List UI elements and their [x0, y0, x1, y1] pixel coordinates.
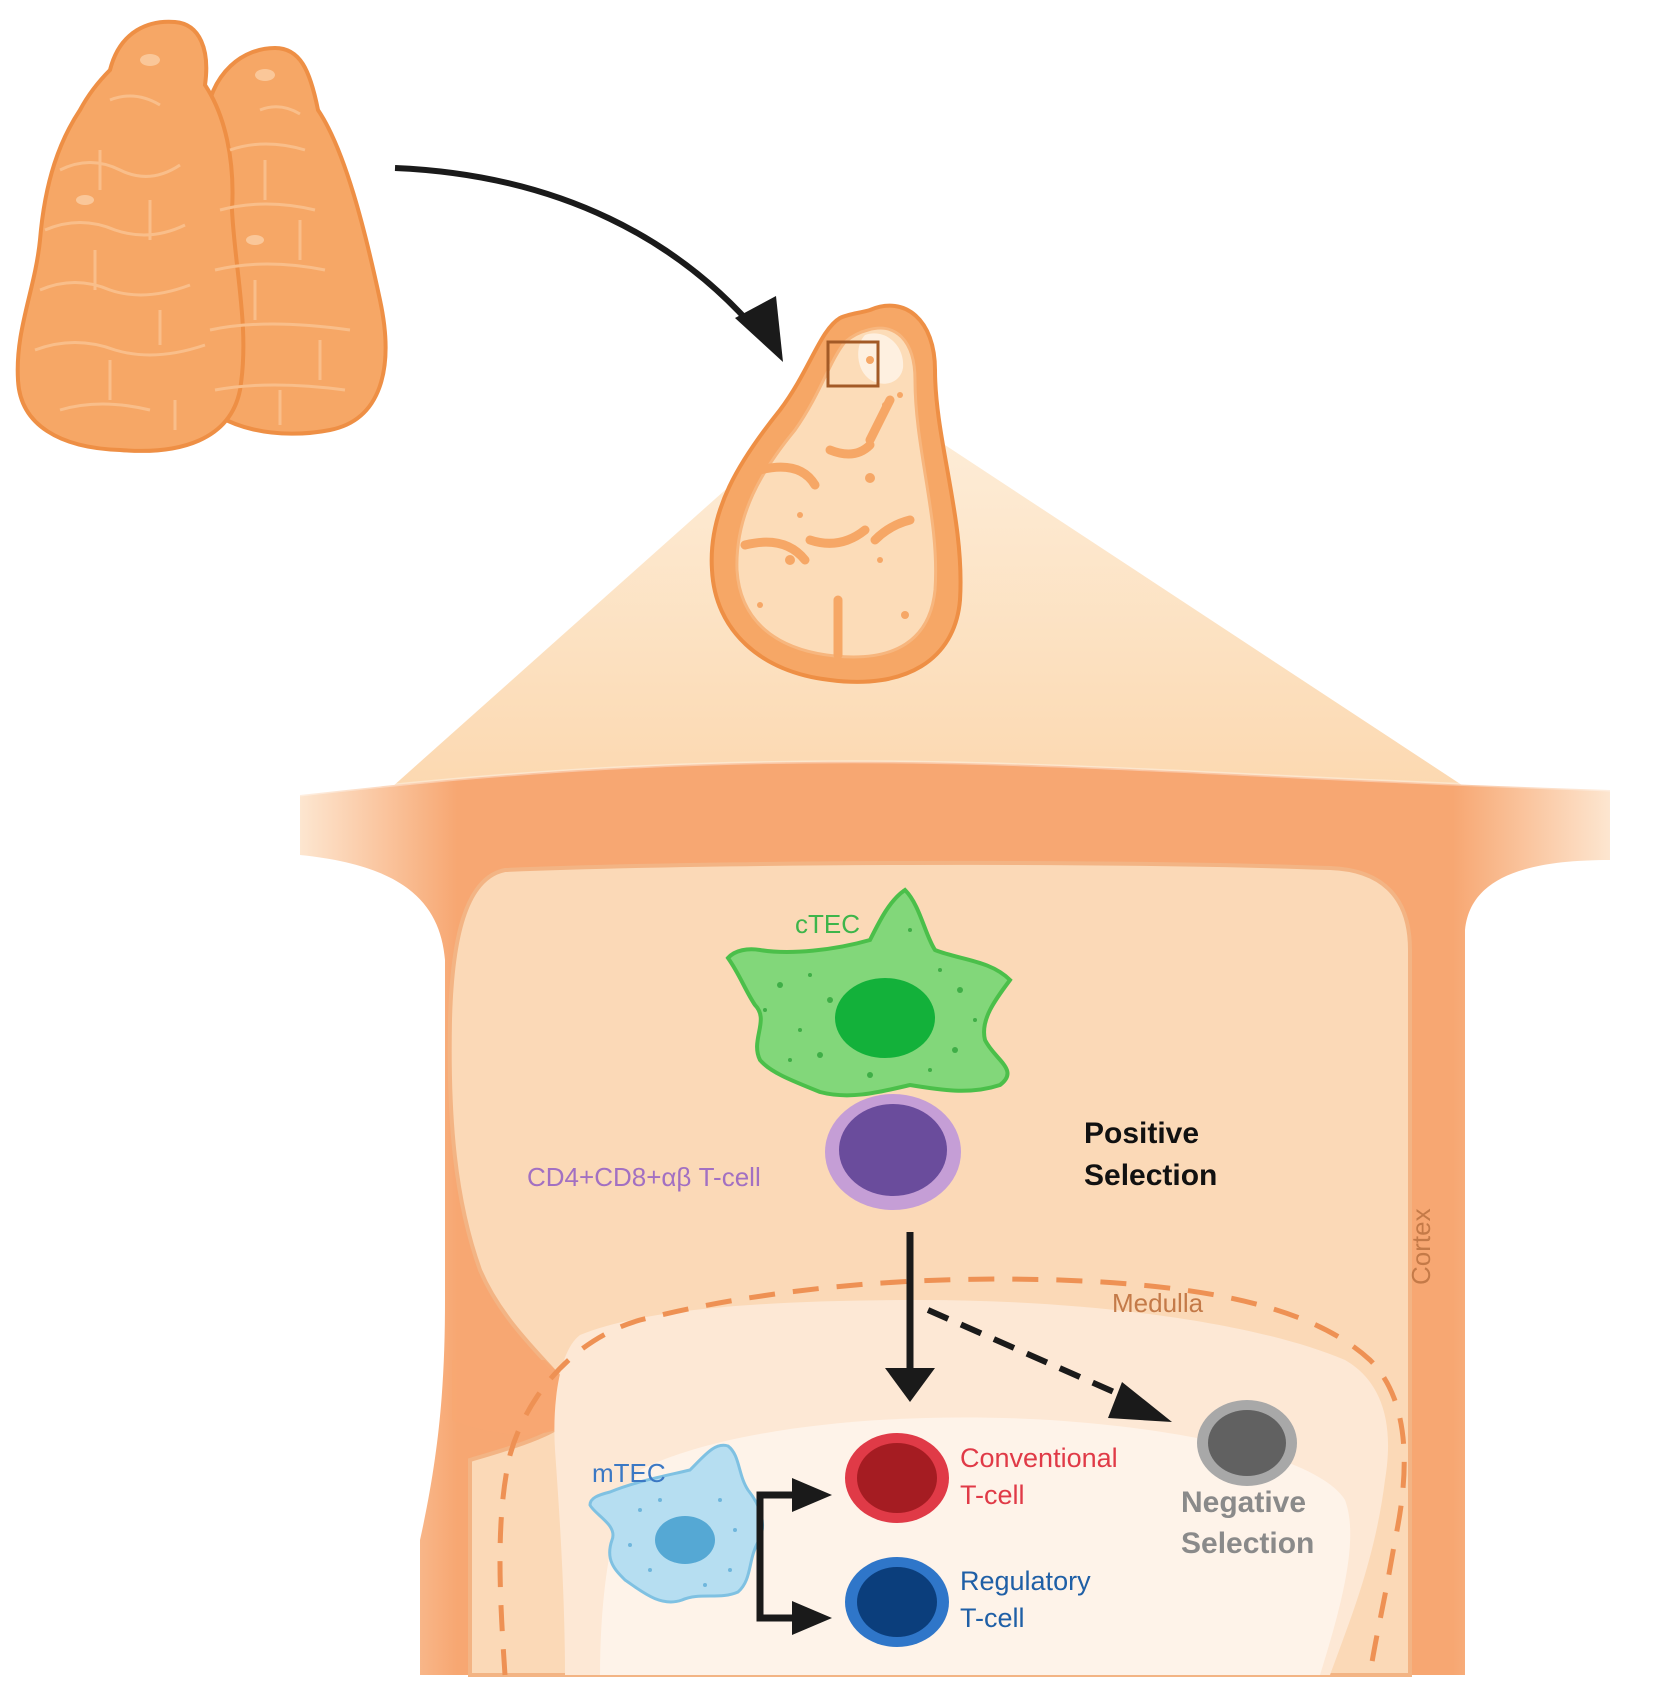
dashed-arrow-head — [1108, 1382, 1172, 1422]
thymus-organ-icon — [15, 19, 388, 453]
conventional-label-line1: Conventional — [960, 1443, 1118, 1473]
mtec-arrow-conventional-head — [792, 1478, 832, 1512]
dp-tcell-icon — [825, 1094, 961, 1210]
conventional-label-line2: T-cell — [960, 1480, 1025, 1510]
medulla-label: Medulla — [1112, 1288, 1204, 1318]
dashed-arrow — [926, 1307, 1134, 1403]
thymus-lobe-section-icon — [709, 303, 963, 684]
mtec-label: mTEC — [592, 1458, 666, 1488]
medullary-epithelial-cell-icon — [588, 1443, 764, 1604]
down-arrow-head — [885, 1368, 935, 1402]
cortex-label: Cortex — [1406, 1208, 1436, 1285]
cortical-epithelial-cell-icon — [725, 887, 1013, 1098]
mtec-arrow-regulatory-head — [792, 1601, 832, 1635]
regulatory-label-line1: Regulatory — [960, 1566, 1091, 1596]
negative-label-line1: Negative — [1181, 1486, 1306, 1519]
negative-selection-cell-icon — [1197, 1400, 1297, 1486]
negative-label-line2: Selection — [1181, 1527, 1314, 1560]
positive-selection-line1: Positive — [1084, 1117, 1199, 1150]
medulla-protrusion — [452, 1360, 578, 1435]
regulatory-label-line2: T-cell — [960, 1603, 1025, 1633]
medulla-inner — [600, 1417, 1351, 1675]
regulatory-tcell-icon — [845, 1557, 949, 1647]
zoom-selection-box — [826, 340, 880, 388]
conventional-tcell-icon — [845, 1433, 949, 1523]
medulla-boundary — [497, 1276, 1407, 1676]
ctec-label: cTEC — [795, 909, 860, 939]
positive-selection-line2: Selection — [1084, 1159, 1217, 1192]
zoom-arrow-head — [735, 296, 783, 362]
mtec-bracket — [756, 1491, 796, 1622]
zoom-arrow — [394, 165, 763, 337]
dp-tcell-label: CD4+CD8+αβ T-cell — [527, 1162, 761, 1192]
